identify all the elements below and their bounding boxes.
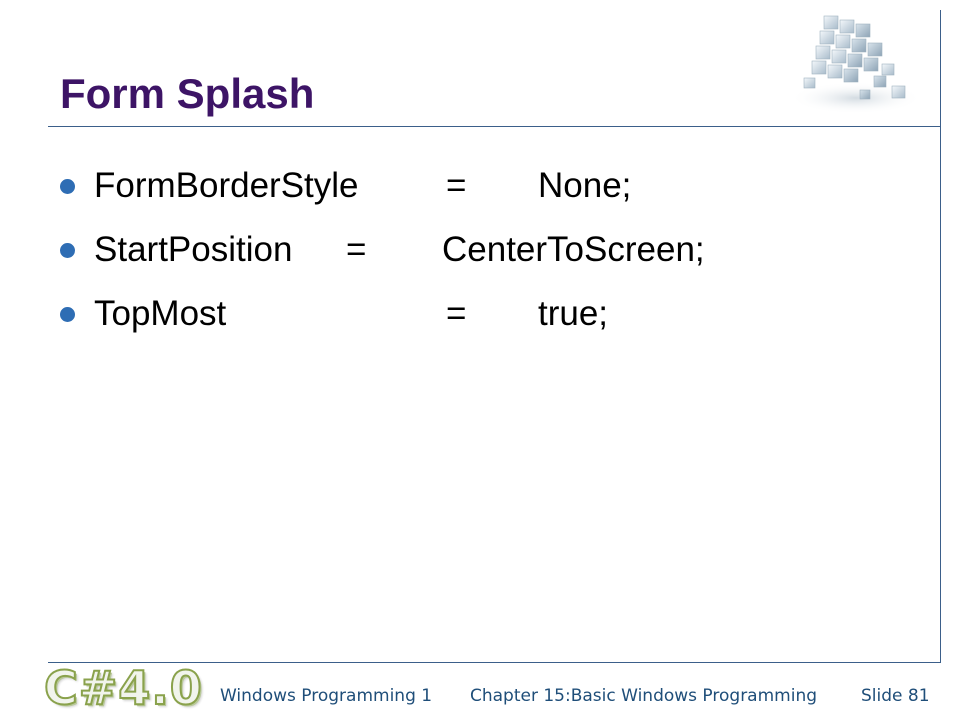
property-value: true; — [538, 294, 609, 333]
bullet-dot-icon — [60, 243, 75, 258]
slide-title: Form Splash — [60, 70, 315, 117]
footer-course: Windows Programming 1 — [220, 686, 433, 706]
equals-sign: = — [446, 294, 467, 333]
footer-slide-number: Slide 81 — [861, 686, 930, 706]
title-rule — [48, 126, 941, 127]
equals-sign: = — [346, 230, 367, 269]
property-name: TopMost — [94, 294, 227, 333]
property-name: StartPosition — [94, 230, 293, 269]
footer-rule — [48, 662, 941, 663]
property-value: None; — [538, 166, 632, 205]
bullet-dot-icon — [60, 179, 75, 194]
equals-sign: = — [446, 166, 467, 205]
cube-cluster-icon — [790, 15, 922, 114]
footer-chapter: Chapter 15:Basic Windows Programming — [470, 686, 818, 706]
csharp-logo: C#4.0 — [43, 660, 203, 716]
right-rule — [940, 10, 941, 663]
property-name: FormBorderStyle — [94, 166, 359, 205]
property-value: CenterToScreen; — [442, 230, 705, 269]
bullet-dot-icon — [60, 307, 75, 322]
